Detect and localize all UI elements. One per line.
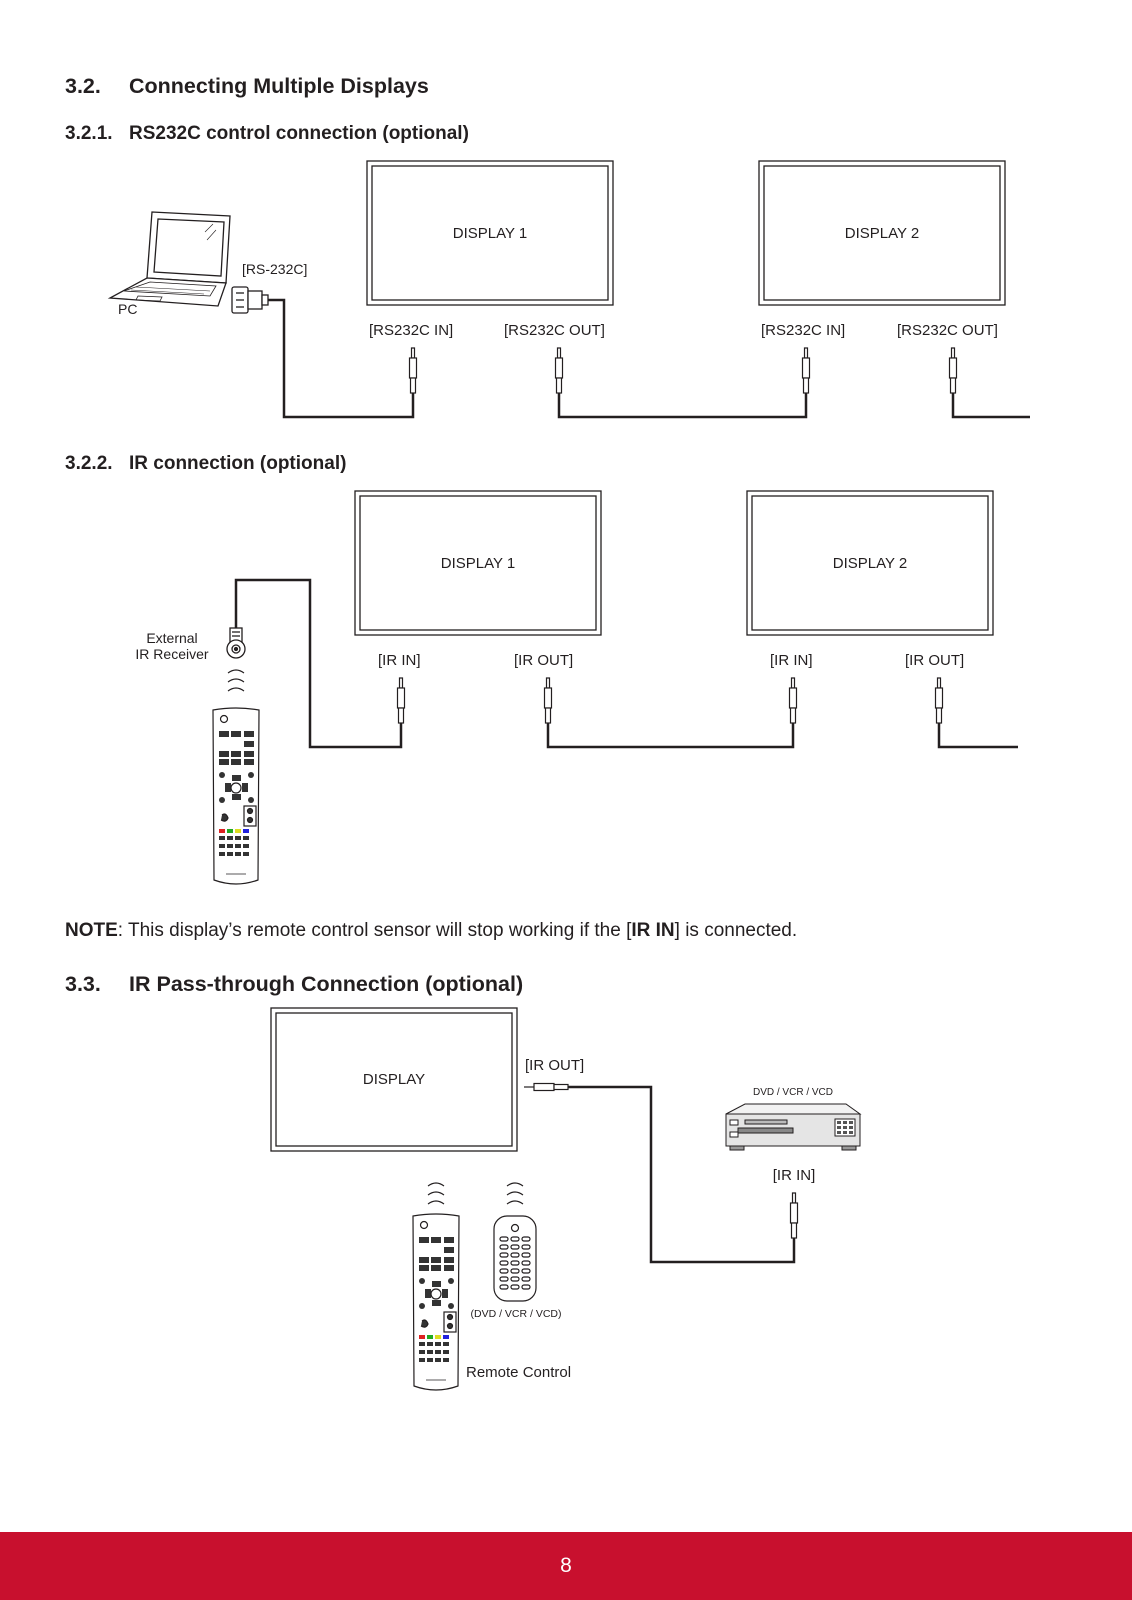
section-heading-3-2: 3.2. Connecting Multiple Displays bbox=[65, 74, 429, 99]
dvd-remote-label: (DVD / VCR / VCD) bbox=[470, 1308, 561, 1320]
display-1-label: DISPLAY 1 bbox=[453, 225, 528, 242]
ir-out-label: [IR OUT] bbox=[525, 1057, 584, 1074]
display-2-box bbox=[746, 490, 994, 636]
note-text-2: ] is connected. bbox=[674, 920, 798, 941]
dvd-player-icon bbox=[725, 1103, 862, 1151]
ir-signal-icon bbox=[506, 1182, 524, 1205]
display-1-port-out-label: [RS232C OUT] bbox=[504, 322, 605, 339]
ir-connection-diagram: DISPLAY 1 DISPLAY 2 [IR IN] [IR OUT] [IR… bbox=[0, 480, 1132, 890]
ir-in-label: [IR IN] bbox=[773, 1167, 816, 1184]
remote-control-icon bbox=[412, 1213, 460, 1391]
ir-receiver-icon bbox=[226, 627, 246, 659]
jack-plug-icon bbox=[789, 1192, 799, 1239]
remote-control-icon bbox=[212, 707, 260, 885]
ir-signal-icon bbox=[427, 1182, 445, 1205]
display-1-box bbox=[354, 490, 602, 636]
display-box bbox=[270, 1007, 518, 1152]
pc-port-label: [RS-232C] bbox=[242, 261, 307, 277]
note-text-1: : This display’s remote control sensor w… bbox=[117, 920, 632, 941]
jack-plug-icon bbox=[948, 347, 958, 394]
rs232c-diagram: PC [RS-232C] DISPLAY 1 DISPLAY 2 [RS232C… bbox=[0, 150, 1132, 430]
display-label: DISPLAY bbox=[363, 1071, 425, 1088]
ir-cable bbox=[568, 1085, 796, 1264]
section-title: RS232C control connection (optional) bbox=[129, 123, 469, 144]
section-number: 3.2.2. bbox=[65, 453, 113, 474]
ir-signal-icon bbox=[227, 669, 245, 692]
ir-pass-through-diagram: DISPLAY [IR OUT] [IR IN] DVD / VCR / VCD bbox=[0, 1000, 1132, 1400]
jack-plug-icon bbox=[801, 347, 811, 394]
display-1-port-in-label: [RS232C IN] bbox=[369, 322, 453, 339]
dvd-remote-icon bbox=[493, 1215, 537, 1302]
display-1-label: DISPLAY 1 bbox=[441, 555, 516, 572]
note-paragraph: NOTE: This display’s remote control sens… bbox=[65, 920, 797, 942]
section-number: 3.2.1. bbox=[65, 123, 113, 144]
jack-plug-icon bbox=[524, 1082, 569, 1092]
jack-plug-icon bbox=[788, 677, 798, 724]
section-title: Connecting Multiple Displays bbox=[129, 74, 429, 98]
jack-plug-icon bbox=[543, 677, 553, 724]
rs232c-cable bbox=[268, 298, 1030, 419]
section-number: 3.3. bbox=[65, 972, 101, 996]
remote-control-label: Remote Control bbox=[466, 1364, 571, 1381]
section-heading-3-2-1: 3.2.1. RS232C control connection (option… bbox=[65, 123, 469, 145]
display-1-box bbox=[366, 160, 614, 306]
jack-plug-icon bbox=[408, 347, 418, 394]
display-2-label: DISPLAY 2 bbox=[833, 555, 908, 572]
display-1-port-in-label: [IR IN] bbox=[378, 652, 421, 669]
display-2-port-out-label: [RS232C OUT] bbox=[897, 322, 998, 339]
display-2-box bbox=[758, 160, 1006, 306]
pc-label: PC bbox=[118, 301, 137, 317]
display-2-label: DISPLAY 2 bbox=[845, 225, 920, 242]
display-2-port-in-label: [RS232C IN] bbox=[761, 322, 845, 339]
display-1-port-out-label: [IR OUT] bbox=[514, 652, 573, 669]
ir-receiver-label-line2: IR Receiver bbox=[135, 646, 208, 662]
note-ir-in: IR IN bbox=[631, 920, 675, 941]
section-number: 3.2. bbox=[65, 74, 101, 98]
section-heading-3-2-2: 3.2.2. IR connection (optional) bbox=[65, 453, 346, 475]
page-footer: 8 bbox=[0, 1532, 1132, 1600]
device-label: DVD / VCR / VCD bbox=[753, 1087, 833, 1098]
section-title: IR Pass-through Connection (optional) bbox=[129, 972, 524, 996]
db9-connector-icon bbox=[231, 286, 269, 314]
ir-receiver-label-line1: External bbox=[146, 630, 197, 646]
page-number: 8 bbox=[560, 1554, 572, 1577]
note-label: NOTE bbox=[65, 920, 118, 941]
ir-cable bbox=[234, 578, 1018, 749]
display-2-port-in-label: [IR IN] bbox=[770, 652, 813, 669]
display-2-port-out-label: [IR OUT] bbox=[905, 652, 964, 669]
laptop-icon bbox=[107, 211, 231, 307]
jack-plug-icon bbox=[554, 347, 564, 394]
section-title: IR connection (optional) bbox=[129, 453, 347, 474]
section-heading-3-3: 3.3. IR Pass-through Connection (optiona… bbox=[65, 972, 523, 997]
jack-plug-icon bbox=[396, 677, 406, 724]
jack-plug-icon bbox=[934, 677, 944, 724]
